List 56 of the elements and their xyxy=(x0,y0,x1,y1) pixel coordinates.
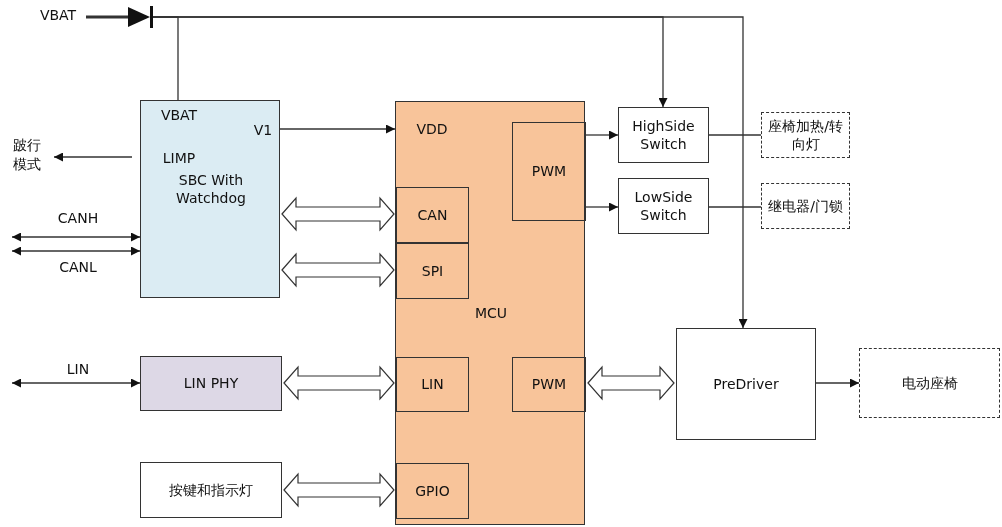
bus-arrow xyxy=(283,365,395,401)
bus-arrow xyxy=(281,196,395,232)
sbc-box xyxy=(140,100,280,298)
arrow xyxy=(815,378,860,388)
block-label: CAN xyxy=(417,205,448,225)
load-box xyxy=(761,112,850,158)
block-label: LIN PHY xyxy=(183,374,239,393)
diode-symbol xyxy=(128,6,153,28)
block-label: 继电器/门锁 xyxy=(768,196,843,216)
block-label: MCU xyxy=(473,304,509,323)
load-box xyxy=(761,183,850,229)
mcu-box xyxy=(395,101,585,525)
block-label: LIN xyxy=(421,375,444,394)
arrow xyxy=(585,130,619,140)
block-label: SPI xyxy=(421,261,444,281)
driver-box xyxy=(676,328,816,440)
block-label: 按键和指示灯 xyxy=(169,480,253,500)
block-label: PWM xyxy=(531,375,567,394)
arrow xyxy=(279,124,396,134)
load-box xyxy=(859,348,1000,418)
supply-label: VBAT xyxy=(30,6,86,28)
switch-box xyxy=(618,107,709,163)
bus-arrow xyxy=(283,472,395,508)
mode-label: 跛行模式 xyxy=(8,136,46,180)
bus-arrow xyxy=(587,365,675,401)
peripheral-box xyxy=(396,357,469,412)
block-label: V1 xyxy=(252,121,274,140)
connector-line xyxy=(708,134,762,136)
phy-box xyxy=(140,356,282,411)
connector-line xyxy=(86,15,128,19)
block-label: VBAT xyxy=(159,106,199,125)
block-label: GPIO xyxy=(415,481,450,501)
bus-arrow xyxy=(281,252,395,288)
block-label: PWM xyxy=(531,162,567,181)
block-label: 电动座椅 xyxy=(901,373,958,393)
block-label: VDD xyxy=(415,120,449,139)
block-label: PreDriver xyxy=(713,374,779,394)
arrow xyxy=(11,246,141,256)
peripheral-box xyxy=(396,463,469,519)
block-label: 座椅加热/转向灯 xyxy=(767,116,844,154)
peripheral-box xyxy=(396,187,469,243)
peripheral-box xyxy=(512,357,586,412)
connector-line xyxy=(708,206,762,208)
peripheral-box xyxy=(512,122,586,221)
arrow xyxy=(11,378,141,388)
block-label: SBC With Watchdog xyxy=(175,171,247,208)
peripheral-box xyxy=(396,243,469,299)
arrow xyxy=(152,16,748,329)
input-box xyxy=(140,462,282,518)
arrow xyxy=(11,232,141,242)
arrow xyxy=(585,202,619,212)
arrow xyxy=(53,152,133,162)
block-label: HighSide Switch xyxy=(631,116,696,154)
block-label: LIMP xyxy=(161,149,197,168)
switch-box xyxy=(618,178,709,234)
block-label: LowSide Switch xyxy=(633,187,694,225)
